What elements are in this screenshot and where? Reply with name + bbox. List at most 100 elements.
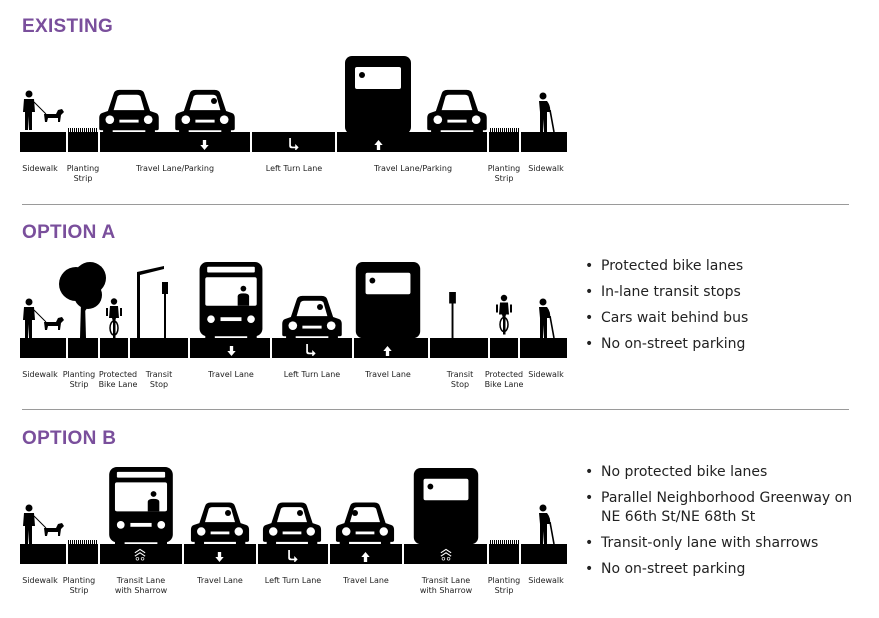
bus-front-icon bbox=[109, 467, 173, 548]
label-strip: Strip bbox=[74, 174, 93, 183]
section-title-existing: EXISTING bbox=[22, 16, 114, 37]
sidewalk-segment bbox=[521, 132, 567, 152]
sidewalk-segment bbox=[20, 338, 66, 358]
planting-strip-segment bbox=[68, 544, 98, 564]
label-strip: Strip bbox=[495, 174, 514, 183]
cross-section-option-b: Sidewalk Planting Strip Transit Lane wit… bbox=[20, 467, 567, 595]
car-icon bbox=[282, 295, 342, 342]
label-strip: Strip bbox=[70, 380, 89, 389]
bullet-item: No on-street parking bbox=[585, 335, 748, 354]
bus-rear-icon bbox=[413, 468, 479, 550]
transit-shelter-icon bbox=[137, 266, 168, 338]
label-planting: Planting bbox=[63, 576, 96, 585]
bike-lane-segment bbox=[100, 338, 128, 358]
section-divider bbox=[22, 409, 849, 410]
label-travel-lane: Travel Lane bbox=[196, 576, 243, 585]
label-bike-lane: Bike Lane bbox=[99, 380, 138, 389]
pedestrian-with-cane-icon bbox=[538, 92, 555, 132]
bus-rear-icon bbox=[355, 262, 421, 344]
bullet-item: No protected bike lanes bbox=[585, 463, 855, 482]
transit-stop-segment bbox=[430, 338, 488, 358]
bullet-item: Protected bike lanes bbox=[585, 257, 748, 276]
label-with-sharrow: with Sharrow bbox=[115, 586, 168, 595]
tree-icon bbox=[58, 261, 107, 338]
planting-grass bbox=[489, 128, 519, 132]
bike-lane-segment bbox=[490, 338, 518, 358]
label-with-sharrow: with Sharrow bbox=[420, 586, 473, 595]
bus-front-icon bbox=[199, 262, 263, 342]
bullet-item: Parallel Neighborhood Greenway on NE 66t… bbox=[585, 489, 855, 527]
travel-lane-segment bbox=[337, 132, 487, 152]
planting-grass bbox=[68, 128, 98, 132]
bullet-item: No on-street parking bbox=[585, 560, 855, 579]
stop-sign-icon bbox=[449, 292, 456, 338]
planting-strip-segment bbox=[68, 132, 98, 152]
pedestrian-with-dog-icon bbox=[22, 90, 65, 130]
label-travel-lane: Travel Lane bbox=[342, 576, 389, 585]
bullet-list-option-a: Protected bike lanes In-lane transit sto… bbox=[585, 257, 748, 361]
label-planting: Planting bbox=[63, 370, 96, 379]
label-left-turn-lane: Left Turn Lane bbox=[266, 164, 323, 173]
label-protected: Protected bbox=[99, 370, 137, 379]
cyclist-icon bbox=[495, 293, 513, 336]
bullet-item: Transit-only lane with sharrows bbox=[585, 534, 855, 553]
bullet-list-option-b: No protected bike lanes Parallel Neighbo… bbox=[585, 463, 855, 586]
label-transit-lane: Transit Lane bbox=[116, 576, 165, 585]
label-sidewalk: Sidewalk bbox=[22, 164, 58, 173]
label-planting: Planting bbox=[488, 164, 521, 173]
label-strip: Strip bbox=[495, 586, 514, 595]
car-icon bbox=[335, 502, 395, 548]
sidewalk-segment bbox=[20, 544, 66, 564]
section-title-option-a: OPTION A bbox=[22, 222, 116, 243]
label-transit: Transit bbox=[145, 370, 173, 379]
label-transit: Transit bbox=[446, 370, 474, 379]
cross-section-option-a: Sidewalk Planting Strip Protected Bike L… bbox=[20, 261, 567, 389]
label-sidewalk: Sidewalk bbox=[22, 370, 58, 379]
car-icon bbox=[427, 89, 487, 136]
label-travel-lane-parking: Travel Lane/Parking bbox=[135, 164, 214, 173]
sidewalk-segment bbox=[521, 544, 567, 564]
bullet-item: Cars wait behind bus bbox=[585, 309, 748, 328]
label-planting: Planting bbox=[67, 164, 100, 173]
planting-strip-segment bbox=[489, 544, 519, 564]
cross-section-existing: Sidewalk Planting Strip Travel Lane/Park… bbox=[20, 56, 567, 183]
transit-lane-segment bbox=[404, 544, 487, 564]
label-sidewalk: Sidewalk bbox=[528, 164, 564, 173]
label-strip: Strip bbox=[70, 586, 89, 595]
transit-stop-segment bbox=[130, 338, 188, 358]
label-transit-lane: Transit Lane bbox=[421, 576, 470, 585]
planting-strip-segment bbox=[489, 132, 519, 152]
pedestrian-with-dog-icon bbox=[22, 298, 65, 338]
car-icon bbox=[99, 89, 159, 136]
car-icon bbox=[190, 502, 250, 548]
bullet-item: In-lane transit stops bbox=[585, 283, 748, 302]
pedestrian-with-cane-icon bbox=[538, 298, 555, 338]
label-travel-lane: Travel Lane bbox=[207, 370, 254, 379]
label-bike-lane: Bike Lane bbox=[485, 380, 524, 389]
pedestrian-with-cane-icon bbox=[538, 504, 555, 544]
planting-grass bbox=[489, 540, 519, 544]
planting-strip-segment bbox=[68, 338, 98, 358]
turn-lane-segment bbox=[272, 338, 352, 358]
label-protected: Protected bbox=[485, 370, 523, 379]
travel-lane-segment bbox=[100, 132, 250, 152]
section-title-option-b: OPTION B bbox=[22, 428, 117, 449]
pedestrian-with-dog-icon bbox=[22, 504, 65, 544]
turn-lane-segment bbox=[252, 132, 335, 152]
car-with-driver-icon bbox=[175, 89, 235, 136]
label-planting: Planting bbox=[488, 576, 521, 585]
planting-grass bbox=[68, 540, 98, 544]
label-left-turn-lane: Left Turn Lane bbox=[265, 576, 322, 585]
label-sidewalk: Sidewalk bbox=[528, 576, 564, 585]
turn-lane-segment bbox=[258, 544, 328, 564]
section-divider bbox=[22, 204, 849, 205]
car-icon bbox=[262, 502, 322, 548]
label-stop: Stop bbox=[150, 380, 168, 389]
sidewalk-segment bbox=[20, 132, 66, 152]
bus-rear-icon bbox=[345, 56, 411, 140]
label-travel-lane: Travel Lane bbox=[364, 370, 411, 379]
label-sidewalk: Sidewalk bbox=[22, 576, 58, 585]
label-sidewalk: Sidewalk bbox=[528, 370, 564, 379]
label-stop: Stop bbox=[451, 380, 469, 389]
sidewalk-segment bbox=[520, 338, 567, 358]
